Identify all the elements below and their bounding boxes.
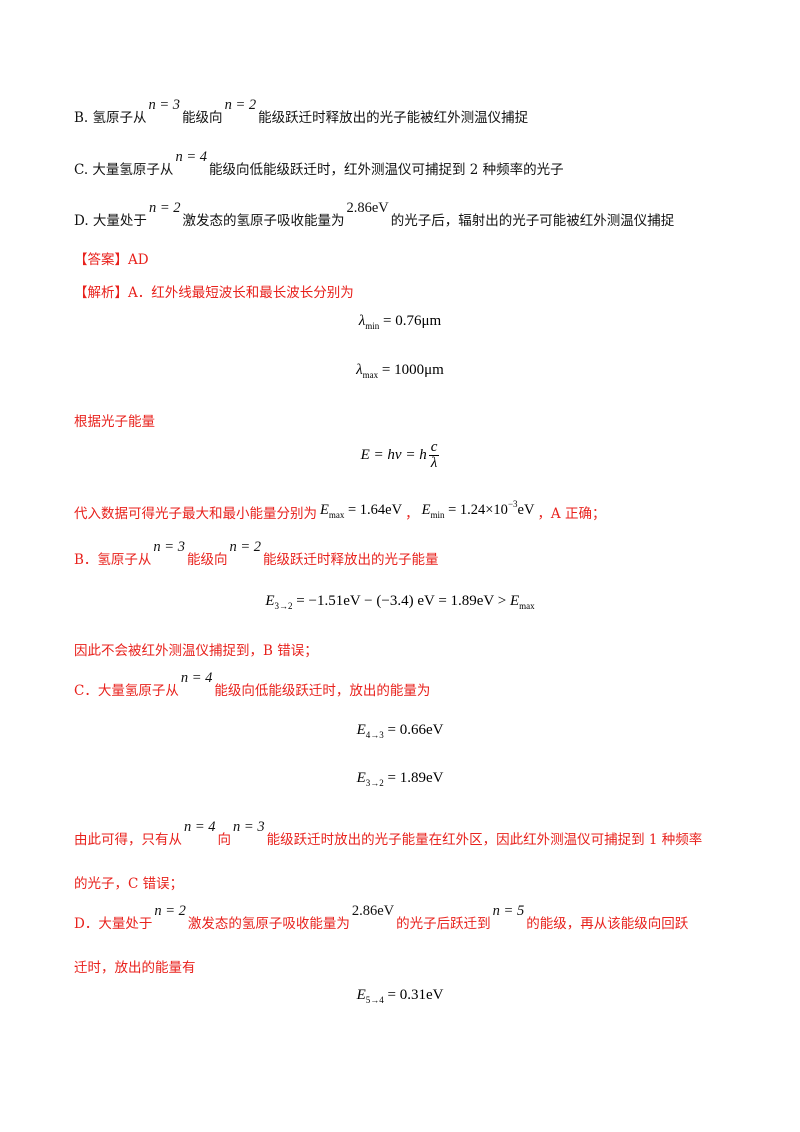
analysis-b-text-3: 能级跃迁时释放出的光子能量 (263, 552, 439, 568)
option-b-math-1: n = 3 (148, 97, 181, 113)
analysis-c-conclusion-math-1: n = 4 (184, 819, 216, 835)
e-min-inline: Emin = 1.24×10−3eV (421, 499, 535, 520)
analysis-d-text-2: 激发态的氢原子吸收能量为 (187, 916, 350, 932)
analysis-c-conclusion-2: 的光子，C 错误； (74, 876, 184, 892)
substitute-text-1: 代入数据可得光子最大和最小能量分别为 (74, 506, 317, 522)
analysis-intro: 【解析】A．红外线最短波长和最长波长分别为 (74, 285, 354, 301)
equation-e32: E3→2 = 1.89eV (356, 770, 444, 788)
equation-e54: E5→4 = 0.31eV (356, 987, 444, 1005)
e-max-inline: Emax = 1.64eV (320, 502, 403, 520)
option-d: D. 大量处于n = 2激发态的氢原子吸收能量为2.86eV的光子后，辐射出的光… (74, 200, 734, 231)
analysis-d-math-3: n = 5 (492, 903, 525, 919)
option-b-text-2: 能级向 (182, 110, 223, 126)
option-d-math-1: n = 2 (148, 200, 181, 216)
analysis-b-math-1: n = 3 (153, 539, 185, 555)
analysis-b-conclusion: 因此不会被红外测温仪捕捉到，B 错误； (74, 643, 318, 659)
equation-e43: E4→3 = 0.66eV (356, 722, 444, 740)
analysis-c-conclusion-text-1: 由此可得，只有从 (74, 832, 182, 848)
equation-lambda-max: λmax = 1000μm (356, 362, 444, 380)
analysis-c-math-1: n = 4 (180, 670, 213, 686)
analysis-c-line: C．大量氢原子从n = 4能级向低能级跃迁时，放出的能量为 (74, 670, 734, 701)
analysis-b-line: B．氢原子从n = 3能级向n = 2能级跃迁时释放出的光子能量 (74, 539, 734, 570)
option-d-text-1: D. 大量处于 (74, 213, 147, 229)
analysis-c-text-1: C．大量氢原子从 (74, 683, 179, 699)
analysis-d-line-2: 迁时，放出的能量有 (74, 960, 196, 976)
photon-energy-label: 根据光子能量 (74, 414, 155, 430)
analysis-c-conclusion-math-2: n = 3 (233, 819, 265, 835)
answer-line: 【答案】AD (74, 252, 149, 268)
option-b-text-3: 能级跃迁时释放出的光子能被红外测温仪捕捉 (258, 110, 529, 126)
analysis-d-math-2: 2.86eV (351, 903, 395, 919)
analysis-c-text-2: 能级向低能级跃迁时，放出的能量为 (214, 683, 431, 699)
analysis-d-line: D．大量处于n = 2激发态的氢原子吸收能量为2.86eV的光子后跃迁到n = … (74, 903, 734, 934)
option-b-text-1: B. 氢原子从 (74, 110, 147, 126)
substitute-text-2: ，A 正确； (537, 506, 606, 522)
option-b-math-2: n = 2 (224, 97, 257, 113)
option-c: C. 大量氢原子从n = 4能级向低能级跃迁时，红外测温仪可捕捉到 2 种频率的… (74, 149, 734, 180)
equation-e32-long: E3→2 = −1.51eV − (−3.4) eV = 1.89eV > Em… (265, 593, 535, 611)
analysis-d-math-1: n = 2 (154, 903, 186, 919)
analysis-c-conclusion-text-3: 能级跃迁时放出的光子能量在红外区，因此红外测温仪可捕捉到 1 种频率 (266, 832, 703, 848)
analysis-c-conclusion-text-2: 向 (217, 832, 232, 848)
substitute-sep: ， (405, 506, 419, 522)
option-c-text-1: C. 大量氢原子从 (74, 162, 174, 178)
analysis-b-text-1: B．氢原子从 (74, 552, 152, 568)
option-c-math-1: n = 4 (175, 149, 207, 165)
analysis-d-text-4: 的能级，再从该能级向回跃 (526, 916, 689, 932)
equation-lambda-min: λmin = 0.76μm (358, 313, 442, 331)
analysis-d-text-3: 的光子后跃迁到 (396, 916, 491, 932)
option-d-text-2: 激发态的氢原子吸收能量为 (182, 213, 345, 229)
analysis-c-conclusion: 由此可得，只有从n = 4向n = 3能级跃迁时放出的光子能量在红外区，因此红外… (74, 819, 734, 850)
analysis-b-text-2: 能级向 (186, 552, 228, 568)
option-d-math-2: 2.86eV (346, 200, 389, 216)
option-b: B. 氢原子从n = 3能级向n = 2能级跃迁时释放出的光子能被红外测温仪捕捉 (74, 97, 734, 128)
option-c-text-2: 能级向低能级跃迁时，红外测温仪可捕捉到 2 种频率的光子 (208, 162, 564, 178)
analysis-d-text-1: D．大量处于 (74, 916, 153, 932)
option-d-text-3: 的光子后，辐射出的光子可能被红外测温仪捕捉 (390, 213, 675, 229)
analysis-b-math-2: n = 2 (229, 539, 262, 555)
